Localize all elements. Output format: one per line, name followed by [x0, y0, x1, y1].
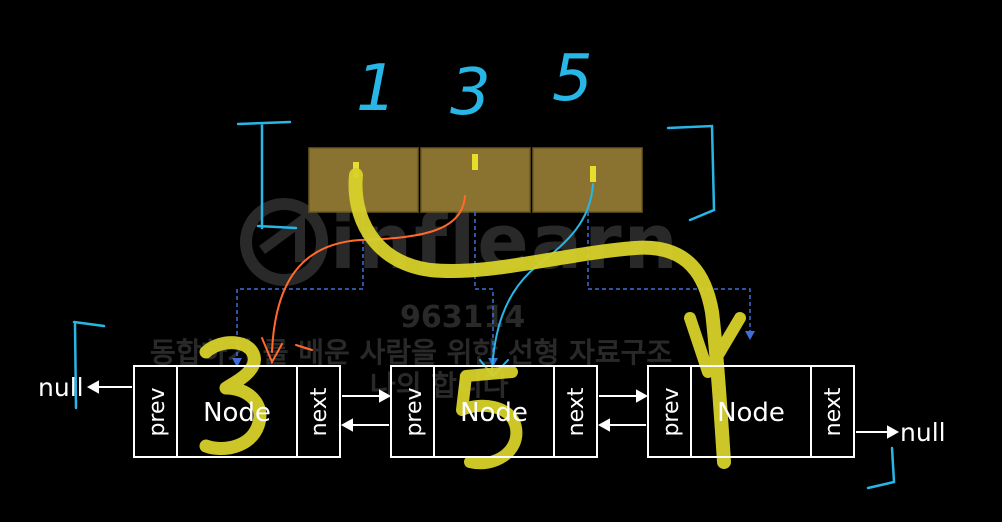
orange-curve	[271, 195, 466, 353]
dashed-link-1	[474, 212, 494, 366]
array	[308, 147, 643, 213]
node-1-box	[133, 365, 341, 458]
node-2: prev Node next	[390, 365, 598, 458]
node-1: prev Node next	[133, 365, 341, 458]
node-1-label: Node	[203, 398, 271, 428]
watermark: inflearn 963114 동합하기 를 배운 사람을 위한 선형 자료구조…	[150, 197, 678, 402]
pointer-dot-2	[590, 166, 596, 182]
node-3-box	[647, 365, 855, 458]
arrowhead-left-null	[86, 380, 99, 394]
dashed-link-0	[236, 212, 364, 366]
index-label-3: 3	[450, 56, 491, 130]
yellow-arrowhead-stroke	[684, 312, 746, 378]
node-3-label: Node	[717, 398, 785, 428]
yellow-marker-annotations	[199, 168, 746, 470]
node-3-prev-label: prev	[659, 387, 684, 436]
arrowhead-2-1-prev	[340, 418, 353, 432]
pointer-dot-1	[472, 154, 478, 170]
arrowhead-2-3-next	[636, 389, 649, 403]
watermark-id: 963114	[400, 300, 525, 335]
null-right-label: null	[900, 418, 946, 447]
linked-list-nodes: prev Node next prev Node next prev Node …	[133, 365, 855, 458]
left-null-tick	[72, 320, 106, 410]
index-label-1: 1	[356, 52, 397, 126]
node-3: prev Node next	[647, 365, 855, 458]
orange-arrowhead	[261, 337, 313, 365]
top-index-labels: 1 3 5	[356, 42, 593, 130]
yellow-loop-stroke	[348, 168, 731, 469]
arrowhead-right-null	[887, 425, 900, 439]
node-1-prev-label: prev	[145, 387, 170, 436]
node-2-label: Node	[460, 398, 528, 428]
cyan-curve	[491, 183, 594, 373]
left-bracket-mark	[236, 120, 298, 230]
inflearn-logo-icon	[240, 198, 328, 286]
null-left-label: null	[38, 373, 84, 402]
handwritten-5	[456, 366, 523, 470]
right-null-tick	[866, 446, 896, 490]
node-2-box	[390, 365, 598, 458]
arrowhead-1-2-next	[379, 389, 392, 403]
right-bracket-mark	[666, 124, 716, 222]
handwritten-3	[199, 336, 267, 455]
node-2-prev-label: prev	[402, 387, 427, 436]
node-2-next-label: next	[564, 387, 589, 436]
cyan-annotations	[72, 120, 896, 490]
dashed-arrowhead-0	[232, 358, 242, 367]
node-1-next-label: next	[307, 387, 332, 436]
node-links	[86, 380, 900, 439]
array-cell-2	[532, 147, 643, 213]
dashed-arrowhead-2	[745, 331, 755, 340]
arrowhead-3-2-prev	[597, 418, 610, 432]
node-3-next-label: next	[821, 387, 846, 436]
index-label-5: 5	[552, 42, 593, 116]
